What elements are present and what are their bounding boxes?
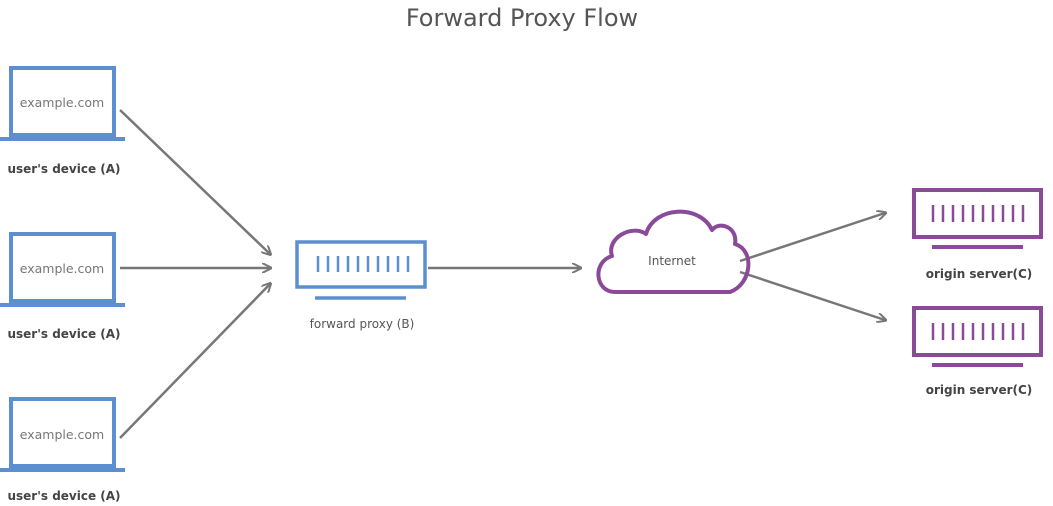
cloud-icon bbox=[596, 209, 751, 294]
laptop-icon bbox=[0, 232, 125, 307]
device-label: user's device (A) bbox=[7, 162, 120, 176]
server-icon bbox=[295, 240, 427, 300]
diagram-title: Forward Proxy Flow bbox=[406, 4, 638, 32]
arrow-device-1-to-proxy bbox=[119, 109, 270, 254]
device-screen-text: example.com bbox=[20, 427, 104, 442]
device-screen-text: example.com bbox=[20, 95, 104, 110]
server-label: origin server(C) bbox=[926, 383, 1033, 397]
laptop-icon bbox=[0, 397, 125, 472]
proxy-label: forward proxy (B) bbox=[310, 317, 415, 331]
device-label: user's device (A) bbox=[7, 327, 120, 341]
arrow-internet-to-server-1 bbox=[739, 213, 885, 263]
arrow-device-3-to-proxy bbox=[119, 284, 270, 439]
laptop-icon bbox=[0, 66, 125, 141]
connection-arrows bbox=[119, 109, 885, 439]
server-icon bbox=[912, 188, 1043, 249]
arrow-internet-to-server-2 bbox=[739, 270, 885, 320]
internet-label: Internet bbox=[648, 254, 696, 268]
device-screen-text: example.com bbox=[20, 261, 104, 276]
server-label: origin server(C) bbox=[926, 267, 1033, 281]
user-device-1: example.com user's device (A) bbox=[0, 66, 125, 176]
internet: Internet bbox=[596, 209, 751, 294]
forward-proxy: forward proxy (B) bbox=[295, 240, 427, 331]
user-device-3: example.com user's device (A) bbox=[0, 397, 125, 503]
origin-server-1: origin server(C) bbox=[912, 188, 1043, 281]
user-device-2: example.com user's device (A) bbox=[0, 232, 125, 341]
origin-server-2: origin server(C) bbox=[912, 306, 1043, 397]
server-icon bbox=[912, 306, 1043, 367]
device-label: user's device (A) bbox=[7, 489, 120, 503]
